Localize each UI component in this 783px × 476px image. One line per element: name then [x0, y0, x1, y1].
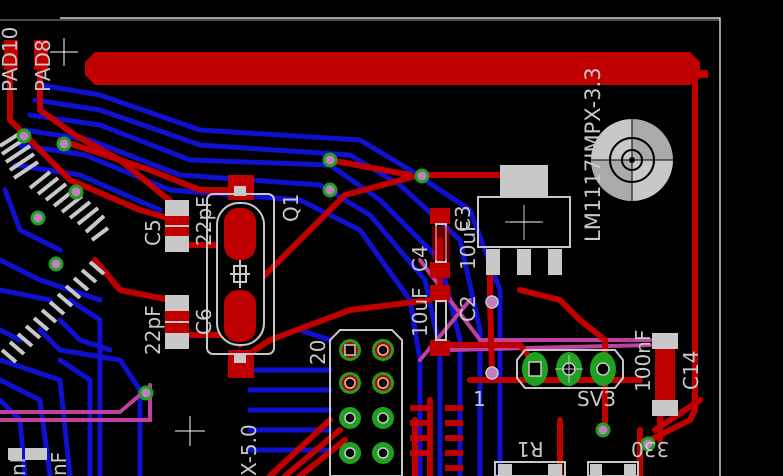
r-value-label: 330	[631, 437, 669, 461]
q1-crystal[interactable]	[206, 175, 275, 378]
pin-header-20[interactable]	[329, 329, 403, 476]
x50-label: X-5.0	[237, 424, 261, 476]
sv3-connector[interactable]	[516, 349, 624, 389]
c4-capacitor[interactable]	[430, 208, 450, 278]
nf-label-2: nF	[47, 452, 71, 476]
pad-group-top	[4, 40, 48, 70]
vias	[16, 128, 656, 452]
c5-value-label: 22pF	[192, 196, 216, 246]
pin1-label: 1	[473, 387, 486, 411]
c5-capacitor[interactable]	[165, 200, 189, 252]
pad8-label: PAD8	[31, 39, 55, 92]
ic-pads-bottom	[410, 405, 463, 471]
sv3-label: SV3	[577, 387, 616, 411]
c2-capacitor[interactable]	[430, 285, 450, 356]
r1-resistor[interactable]	[494, 461, 566, 476]
r-330-resistor[interactable]	[587, 461, 639, 476]
regulator-label: LM1117IMPX-3.3	[581, 67, 605, 242]
c14-value-label: 100nF	[631, 330, 655, 392]
q1-label: Q1	[279, 194, 303, 222]
board-outline	[60, 17, 721, 476]
c6-label: C6	[192, 308, 216, 335]
c2-value-label: 10uF	[408, 287, 432, 337]
mcu-pins-upper	[0, 130, 110, 242]
c14-capacitor[interactable]	[652, 333, 678, 416]
c5-label: C5	[141, 219, 165, 246]
c4-value-label: 10uF	[456, 220, 480, 270]
bottom-left-pad	[25, 448, 47, 460]
c3-label: C3	[451, 205, 475, 232]
mcu-pins-lower	[0, 260, 106, 364]
fiducial-mark	[591, 119, 673, 201]
power-trace	[85, 52, 700, 85]
pad10-label: PAD10	[0, 27, 22, 92]
origin-crosshairs	[50, 38, 540, 446]
header-number-label: 20	[306, 340, 330, 365]
c6-capacitor[interactable]	[165, 295, 189, 349]
c14-label: C14	[679, 351, 703, 390]
c4-label: C4	[408, 245, 432, 272]
power-trace-tab	[690, 70, 708, 78]
regulator-lm1117[interactable]	[477, 165, 571, 275]
bottom-left-pad-2	[8, 448, 22, 460]
r1-label: R1	[517, 437, 544, 461]
c6-value-label: 22pF	[141, 305, 165, 355]
nf-label-1: nF	[6, 452, 30, 476]
c2-label: C2	[456, 295, 480, 322]
